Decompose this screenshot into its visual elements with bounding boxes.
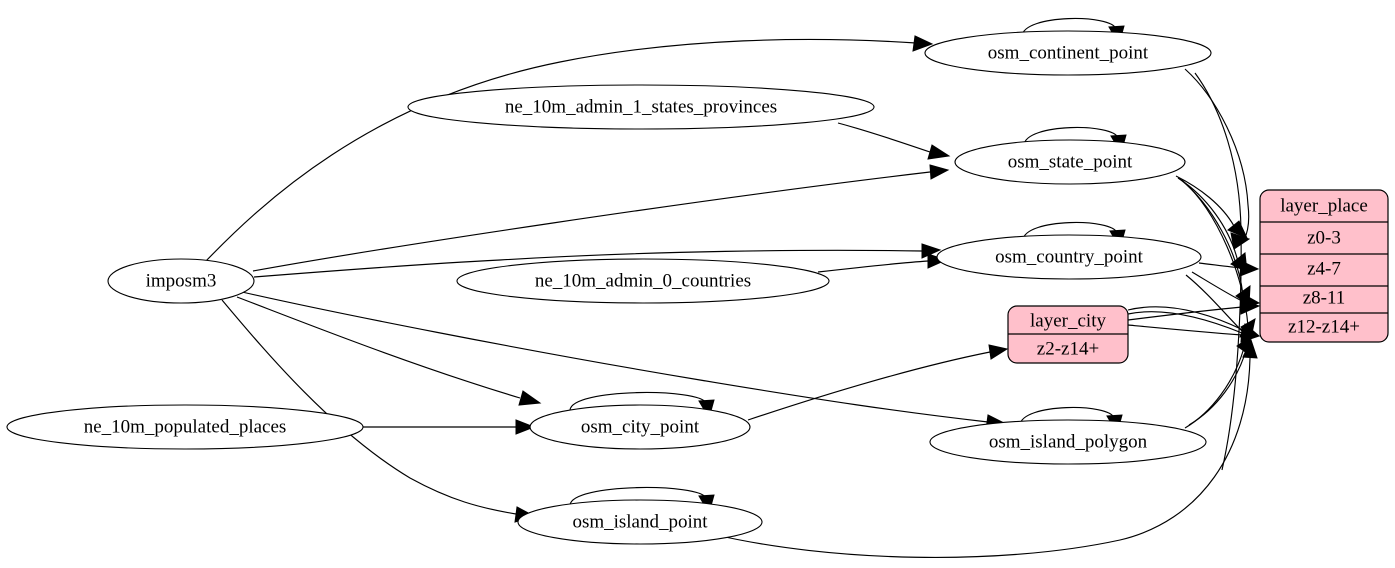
edge-osm-island-polygon-to-layer-place-z12-z14-b [1188, 346, 1248, 426]
record-node-layer: layer_place z0-3 z4-7 z8-11 z12-z14+ lay… [1007, 189, 1389, 364]
edge-osm-country-point-to-layer-place-z8-11 [1191, 271, 1243, 302]
selfloop-osm-island-point [569, 486, 707, 506]
node-osm-city-point-shape[interactable] [529, 404, 751, 450]
edge-osm-island-point-to-layer-place-z12-z14 [711, 357, 1251, 558]
node-osm-country-point-label: osm_country_point [995, 246, 1143, 267]
edge-osm-country-point-to-layer-place-z12-z14 [1185, 274, 1243, 332]
node-ne-states-label: ne_10m_admin_1_states_provinces [505, 96, 777, 117]
node-ne-10m-admin-1-states-provinces[interactable]: ne_10m_admin_1_states_provinces [407, 84, 875, 130]
arrowhead-layer-city-z8-11 [1240, 299, 1261, 315]
edge-osm-city-point-to-layer-city [747, 351, 991, 421]
record-layer-place-row-z12-z14[interactable]: z12-z14+ [1288, 316, 1360, 337]
record-node-layer-city[interactable]: layer_city z2-z14+ [1007, 305, 1129, 364]
edge-osm-country-point-to-layer-place-z4-7 [1198, 262, 1243, 269]
node-osm-island-point[interactable]: osm_island_point [517, 499, 763, 545]
node-layer: imposm3 ne_10m_admin_1_states_provinces … [6, 30, 1212, 545]
node-ne-10m-populated-places[interactable]: ne_10m_populated_places [6, 404, 364, 450]
node-imposm3-shape[interactable] [107, 258, 255, 304]
edge-imposm3-to-osm-state-point [252, 171, 931, 272]
arrowhead-state-z0-3 [1227, 220, 1249, 239]
edge-imposm3-to-osm-country-point [253, 249, 923, 278]
node-ne-populated-label: ne_10m_populated_places [84, 416, 287, 437]
record-layer-place-row-z8-11[interactable]: z8-11 [1303, 287, 1346, 308]
node-osm-city-point-label: osm_city_point [581, 416, 700, 437]
node-osm-state-point-shape[interactable] [954, 139, 1186, 185]
edge-layer-city-connector-b [1127, 306, 1244, 331]
record-node-layer-place[interactable]: layer_place z0-3 z4-7 z8-11 z12-z14+ [1259, 189, 1389, 343]
node-osm-country-point-shape[interactable] [936, 234, 1202, 280]
edge-imposm3-to-osm-city-point [236, 296, 521, 399]
edge-imposm3-to-osm-island-point [221, 299, 517, 515]
node-osm-island-point-shape[interactable] [517, 499, 763, 545]
arrowhead-island-point-z12-z14 [1242, 338, 1258, 359]
node-osm-island-polygon-shape[interactable] [929, 419, 1207, 465]
node-osm-state-point[interactable]: osm_state_point [954, 139, 1186, 185]
record-layer-place-row-z0-3[interactable]: z0-3 [1307, 227, 1341, 248]
arrowhead-city-layer-city [988, 344, 1009, 360]
node-osm-continent-point-label: osm_continent_point [988, 42, 1149, 63]
node-osm-country-point[interactable]: osm_country_point [936, 234, 1202, 280]
arrowhead-imposm3-osm-continent-point [912, 35, 934, 52]
edge-imposm3-to-osm-continent-point [204, 38, 917, 263]
record-layer-city-title: layer_city [1030, 310, 1106, 331]
edge-layer-city-to-layer-place-z8-11 [1127, 306, 1243, 321]
edge-continent-passthrough [1194, 72, 1242, 471]
node-osm-island-polygon-label: osm_island_polygon [989, 431, 1148, 452]
edge-osm-state-point-to-layer-place-z0-3 [1175, 175, 1235, 227]
edge-imposm3-to-osm-island-polygon [241, 291, 989, 423]
node-osm-continent-point-shape[interactable] [924, 30, 1212, 76]
arrowhead-ne-populated-osm-city-point [515, 419, 536, 435]
node-osm-city-point[interactable]: osm_city_point [529, 404, 751, 450]
record-layer-place-row-z4-7[interactable]: z4-7 [1307, 258, 1341, 279]
record-node-layer-place-box[interactable] [1259, 189, 1389, 343]
record-layer-city-row-z2-z14[interactable]: z2-z14+ [1037, 338, 1099, 359]
edge-layer-city-connector-a [1127, 311, 1243, 334]
node-ne-countries-label: ne_10m_admin_0_countries [535, 270, 751, 291]
arrowhead-country-z4-7 [1239, 260, 1260, 277]
selfloop-osm-island-polygon [1019, 406, 1115, 426]
arrowhead-imposm3-osm-country-point [921, 243, 942, 259]
edge-ne-states-to-osm-state-point [837, 122, 931, 153]
node-osm-state-point-label: osm_state_point [1008, 151, 1133, 172]
edge-layer-city-to-layer-place-z12-z14 [1127, 324, 1243, 336]
selfloop-osm-country-point [1022, 221, 1118, 241]
selfloop-osm-state-point [1023, 126, 1119, 146]
record-layer-place-title: layer_place [1280, 195, 1368, 216]
selfloop-osm-continent-point [1021, 17, 1117, 37]
node-ne-populated-shape[interactable] [6, 404, 364, 450]
node-imposm3[interactable]: imposm3 [107, 258, 255, 304]
selfloop-osm-city-point [569, 391, 707, 411]
node-osm-island-point-label: osm_island_point [572, 511, 708, 532]
arrowhead-imposm3-osm-city-point [518, 390, 542, 406]
node-ne-10m-admin-0-countries[interactable]: ne_10m_admin_0_countries [456, 258, 830, 304]
node-imposm3-label: imposm3 [146, 270, 217, 291]
edge-osm-continent-point-to-layer-place-z0-3 [1184, 68, 1250, 241]
node-ne-countries-shape[interactable] [456, 258, 830, 304]
node-ne-states-shape[interactable] [407, 84, 875, 130]
arrowhead-imposm3-osm-state-point [929, 164, 950, 180]
edge-ne-countries-to-osm-country-point [817, 260, 929, 273]
node-osm-continent-point[interactable]: osm_continent_point [924, 30, 1212, 76]
node-osm-island-polygon[interactable]: osm_island_polygon [929, 419, 1207, 465]
arrowhead-ne-states-osm-state-point [927, 144, 951, 160]
